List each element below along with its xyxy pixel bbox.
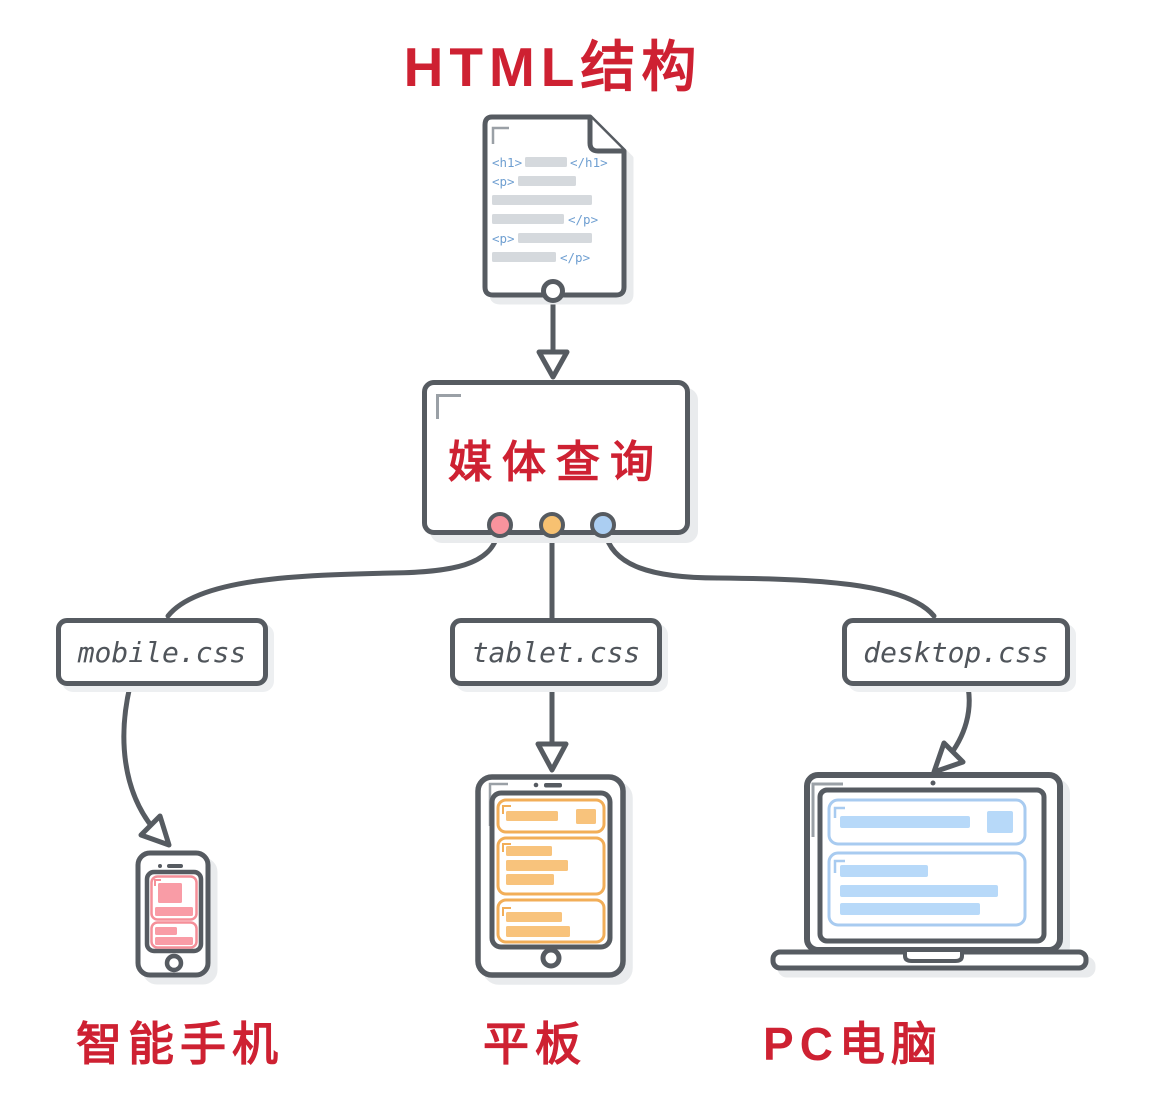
text-placeholder-bar: [525, 157, 567, 167]
text-placeholder-bar: [840, 865, 928, 877]
corner-mark: [833, 859, 845, 873]
laptop-base-notch: [903, 952, 964, 963]
image-placeholder: [158, 883, 182, 903]
diagram-title: HTML结构: [403, 36, 703, 98]
device-label-pc: PC电脑: [763, 1018, 943, 1070]
phone-camera-dot: [158, 864, 162, 868]
media-query-box: 媒体查询: [422, 380, 690, 535]
text-placeholder-bar: [492, 214, 564, 224]
media-query-label: 媒体查询: [448, 437, 664, 487]
text-placeholder-bar: [506, 926, 570, 937]
folded-corner: [587, 117, 624, 154]
device-label-tablet: 平板: [483, 1018, 587, 1070]
code-open-tag: <p>: [492, 231, 515, 246]
phone-speaker: [167, 864, 183, 868]
corner-mark: [154, 879, 161, 886]
text-placeholder-bar: [840, 903, 980, 915]
text-placeholder-bar: [492, 252, 556, 262]
tablet-camera-dot: [533, 782, 539, 788]
text-placeholder-bar: [155, 927, 177, 935]
stylesheet-label: tablet.css: [471, 635, 641, 669]
phone-home-button: [164, 953, 184, 973]
stylesheet-box-desktop: desktop.css: [842, 618, 1070, 686]
text-placeholder-bar: [840, 885, 998, 897]
text-placeholder-bar: [518, 176, 576, 186]
corner-mark: [502, 907, 511, 916]
code-open-tag: <p>: [492, 174, 515, 189]
code-close-tag: </p>: [560, 250, 590, 265]
tablet-home-button: [540, 947, 562, 969]
text-placeholder-bar: [506, 912, 562, 922]
text-placeholder-bar: [840, 816, 970, 828]
connector-mq-to-desktop: [602, 529, 937, 619]
tablet-illustration: [470, 770, 635, 985]
html-document-icon: <h1> </h1> <p> </p> <p> </p>: [478, 113, 628, 299]
corner-mark: [502, 843, 511, 852]
arrowhead-doc-to-mq: [536, 349, 570, 380]
text-placeholder-bar: [506, 846, 552, 856]
code-close-tag: </p>: [568, 212, 598, 227]
text-placeholder-bar: [506, 860, 568, 871]
code-lines: <h1> </h1> <p> </p> <p> </p>: [492, 155, 608, 265]
corner-mark: [811, 782, 843, 837]
arrowhead-phone: [138, 813, 172, 848]
smartphone-illustration: [130, 845, 220, 985]
connector-desktop-to-pc: [944, 675, 972, 762]
corner-mark: [436, 394, 461, 419]
stylesheet-box-mobile: mobile.css: [56, 618, 268, 686]
tablet-speaker: [544, 783, 562, 788]
document-page: [482, 114, 627, 298]
stylesheet-label: mobile.css: [77, 635, 247, 669]
text-placeholder-bar: [506, 874, 554, 885]
text-placeholder-bar: [155, 937, 193, 945]
code-close-tag: </h1>: [570, 155, 608, 170]
connector-mobile-to-phone: [121, 675, 156, 831]
stylesheet-box-tablet: tablet.css: [450, 618, 662, 686]
device-label-smartphone: 智能手机: [76, 1018, 284, 1070]
corner-mark: [833, 806, 845, 818]
laptop-camera-dot: [930, 780, 936, 786]
arrowhead-tablet: [535, 741, 569, 773]
text-placeholder-bar: [155, 907, 193, 916]
connector-mq-to-mobile: [165, 529, 501, 619]
text-placeholder-bar: [506, 811, 558, 821]
stylesheet-label: desktop.css: [863, 635, 1049, 669]
code-open-tag: <h1>: [492, 155, 522, 170]
text-placeholder-bar: [518, 233, 592, 243]
text-placeholder-bar: [492, 195, 592, 205]
corner-mark: [491, 126, 509, 144]
laptop-illustration: [765, 765, 1095, 980]
image-placeholder: [987, 811, 1013, 833]
corner-mark: [502, 805, 511, 814]
image-placeholder: [576, 809, 596, 824]
